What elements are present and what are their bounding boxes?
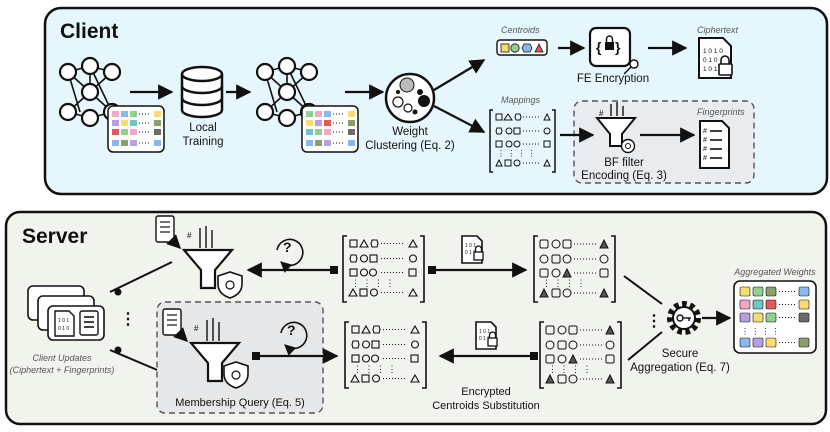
- aggregation-vdots: ⋮: [646, 313, 662, 330]
- encrypted-bottom-vdots: ⋮ ⋮ ⋮ ⋮: [548, 364, 592, 374]
- branch-line-bottom: [109, 349, 163, 373]
- arrow-to-centroids: [433, 59, 486, 91]
- local-training-label-1: Local: [189, 122, 217, 134]
- fingerprints-icon: # # # #: [699, 120, 730, 169]
- clustering-icon: [384, 72, 436, 124]
- svg-text:0 1 0: 0 1 0: [465, 250, 476, 256]
- weight-matrix-icon: [107, 105, 165, 153]
- encrypted-matrix-top: [533, 235, 616, 303]
- line-to-aggregation-top: [623, 275, 663, 305]
- encrypted-centroids-label-2: Centroids Substitution: [432, 400, 540, 412]
- arrow-to-mappings: [433, 105, 486, 133]
- square-start-bottom: [252, 352, 260, 360]
- svg-text:#: #: [187, 231, 192, 240]
- svg-text:0 1 0: 0 1 0: [58, 326, 69, 332]
- ciphertext-label: Ciphertext: [697, 25, 739, 35]
- ciphertext-icon: 1 0 1 0 0 1 0 1 0 1: [698, 37, 733, 79]
- svg-text:#: #: [703, 155, 707, 162]
- client-updates-label-2: (Ciphertext + Fingerprints): [10, 365, 115, 375]
- secure-aggregation-label-1: Secure: [662, 348, 698, 360]
- svg-text:#: #: [703, 128, 707, 135]
- query-cycle-icon-bottom: ?: [280, 321, 308, 356]
- svg-text:1 0 1: 1 0 1: [58, 318, 69, 324]
- aggregated-weights-label: Aggregated Weights: [733, 267, 816, 277]
- line-to-aggregation-bottom: [627, 331, 663, 361]
- server-funnel-icon-bottom: #: [162, 308, 249, 389]
- ciphertext-icon-top: 1 0 1 0 1 0: [461, 235, 484, 264]
- svg-text:1 0 1: 1 0 1: [465, 243, 476, 249]
- matrix-top-vdots: ⋮ ⋮ ⋮ ⋮: [351, 278, 395, 288]
- fe-encryption-label: FE Encryption: [577, 73, 649, 85]
- membership-query-label: Membership Query (Eq. 5): [175, 397, 305, 409]
- svg-text:}: }: [615, 39, 621, 55]
- svg-text:#: #: [703, 137, 707, 144]
- mappings-vdots: ⋮ ⋮ ⋮ ⋮: [497, 149, 536, 158]
- server-title: Server: [22, 225, 87, 248]
- svg-text:⋮ ⋮ ⋮ ⋮: ⋮ ⋮ ⋮ ⋮: [741, 327, 780, 336]
- database-icon: [180, 65, 224, 119]
- svg-text:#: #: [703, 146, 707, 153]
- neural-network-icon: [58, 56, 122, 128]
- bf-filter-label-2: Encoding (Eq. 3): [581, 170, 667, 182]
- svg-text:0 1 0: 0 1 0: [479, 336, 490, 342]
- mappings-label: Mappings: [501, 95, 541, 105]
- local-training-label-2: Training: [182, 136, 223, 148]
- svg-text:0 1 0: 0 1 0: [703, 57, 718, 64]
- svg-text:#: #: [194, 324, 199, 333]
- ciphertext-icon-bottom: 1 0 1 0 1 0: [475, 321, 498, 350]
- square-end-top: [330, 266, 338, 274]
- mappings-matrix: [489, 109, 556, 173]
- centroids-label: Centroids: [501, 25, 540, 35]
- client-updates-stack-icon: 1 0 1 0 1 0: [27, 285, 105, 341]
- trained-weight-matrix-icon: [301, 105, 359, 153]
- svg-text:#: #: [599, 109, 604, 118]
- svg-text:{: {: [596, 39, 602, 55]
- server-funnel-icon-top: #: [155, 215, 243, 299]
- branch-dot-bottom: [114, 346, 122, 354]
- svg-text:1 0 1: 1 0 1: [703, 66, 718, 73]
- client-updates-label-1: Client Updates: [32, 353, 92, 363]
- square-start-bottom-2: [530, 352, 538, 360]
- branch-vdots: ⋮: [120, 311, 136, 328]
- fingerprints-label: Fingerprints: [697, 107, 745, 117]
- svg-text:?: ?: [287, 322, 296, 338]
- fe-encryption-icon: { }: [588, 26, 639, 75]
- secure-aggregation-label-2: Aggregation (Eq. 7): [630, 362, 730, 374]
- aggregation-gear-icon: [667, 301, 701, 335]
- square-start-top-2: [428, 266, 436, 274]
- client-title: Client: [60, 20, 118, 43]
- bf-filter-funnel-icon: #: [594, 102, 638, 154]
- encrypted-centroids-label-1: Encrypted: [461, 386, 511, 398]
- weight-clustering-label-2: Clustering (Eq. 2): [365, 140, 455, 152]
- mapping-matrix-top: [342, 235, 425, 303]
- centroids-box: [496, 39, 548, 56]
- encrypted-matrix-bottom: [539, 321, 622, 389]
- weight-clustering-label-1: Weight: [392, 126, 428, 138]
- mapping-matrix-bottom: [344, 321, 427, 389]
- encrypted-top-vdots: ⋮ ⋮ ⋮ ⋮: [542, 278, 586, 288]
- query-cycle-icon-top: ?: [276, 238, 304, 273]
- svg-text:1 0 1: 1 0 1: [479, 329, 490, 335]
- svg-text:?: ?: [283, 239, 292, 255]
- aggregated-weights-matrix: ⋮ ⋮ ⋮ ⋮: [733, 280, 817, 354]
- bf-filter-label-1: BF filter: [604, 157, 644, 169]
- branch-line-top: [109, 261, 173, 293]
- branch-dot-top: [114, 288, 122, 296]
- matrix-bottom-vdots: ⋮ ⋮ ⋮ ⋮: [353, 364, 397, 374]
- svg-text:1 0 1 0: 1 0 1 0: [703, 48, 723, 55]
